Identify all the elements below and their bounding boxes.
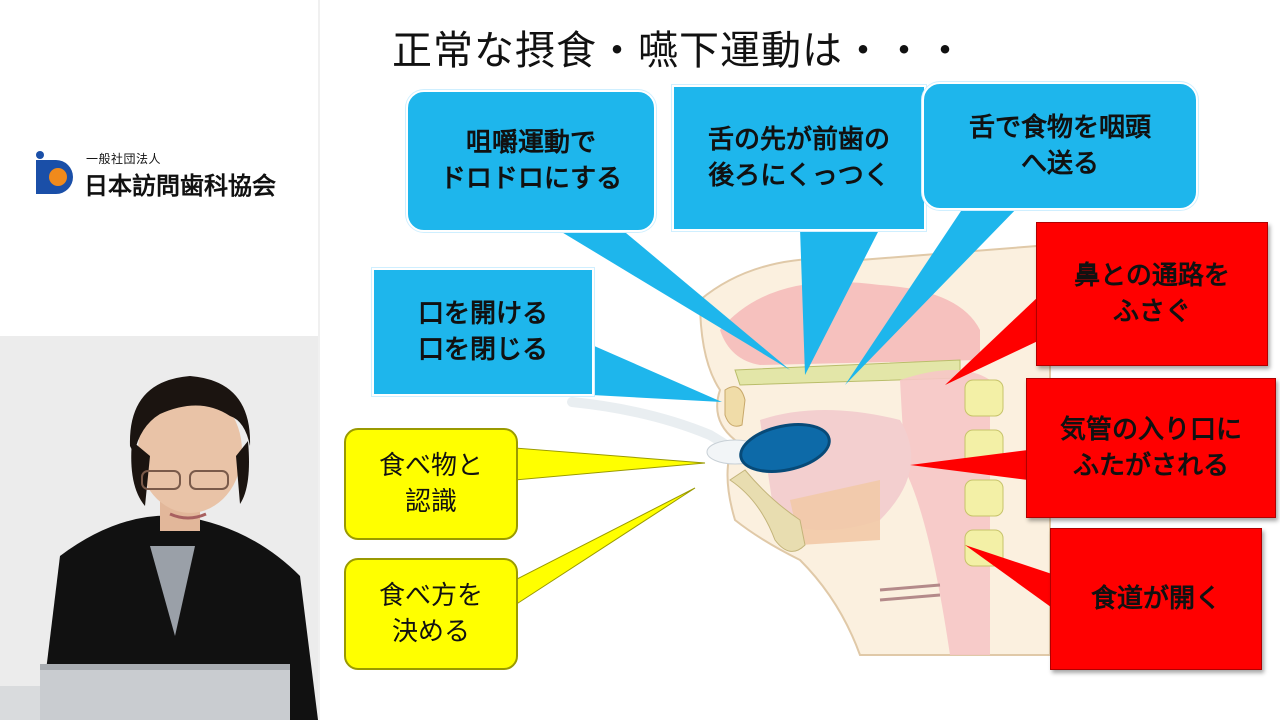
callout-decide: 食べ方を 決める — [344, 558, 518, 670]
callout-mouth: 口を開ける 口を閉じる — [372, 268, 594, 396]
callout-tongue-tip: 舌の先が前歯の 後ろにくっつく — [672, 85, 926, 231]
callout-esophagus: 食道が開く — [1050, 528, 1262, 670]
callout-chewing: 咀嚼運動で ドロドロにする — [406, 90, 656, 232]
slide-title: 正常な摂食・嚥下運動は・・・ — [392, 28, 966, 74]
callout-nose: 鼻との通路を ふさぐ — [1036, 222, 1268, 366]
callout-trachea: 気管の入り口に ふたがされる — [1026, 378, 1276, 518]
panel-divider — [318, 0, 320, 720]
callout-recognize: 食べ物と 認識 — [344, 428, 518, 540]
logo-subtitle: 一般社団法人 — [86, 152, 162, 166]
presenter-video — [0, 336, 318, 720]
logo-name: 日本訪問歯科協会 — [84, 172, 276, 200]
association-logo-icon — [36, 151, 73, 194]
left-panel: 一般社団法人 日本訪問歯科協会 — [0, 0, 318, 720]
callout-tongue-send: 舌で食物を咽頭 へ送る — [922, 82, 1198, 210]
